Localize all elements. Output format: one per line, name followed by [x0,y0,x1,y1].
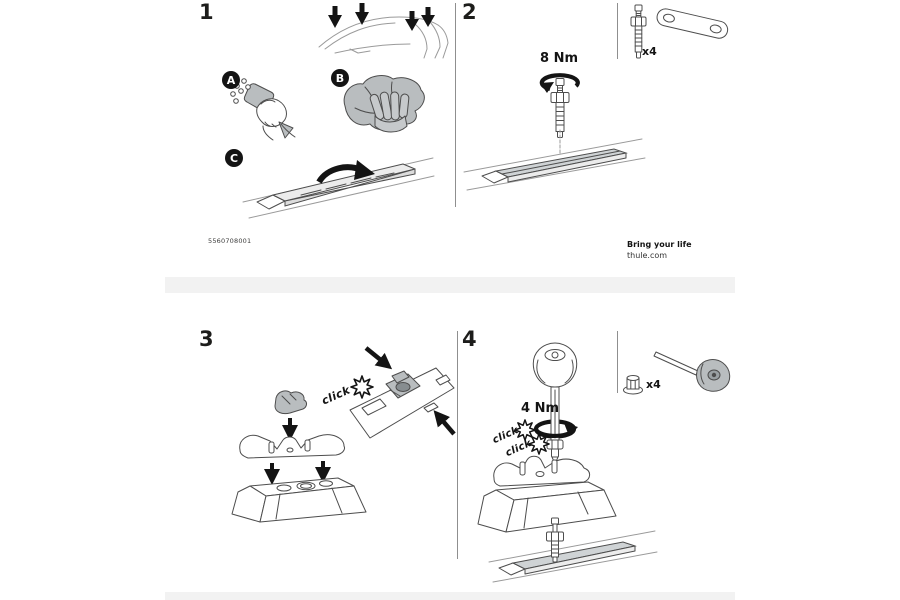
rail-clamp-inset-illustration [349,346,456,439]
flip-arrow-icon [354,160,375,180]
cleaning-hand-illustration [230,78,296,141]
assembled-foot-illustration [477,455,617,533]
step-4-number: 4 [462,327,477,351]
stud-bolt-part-icon [630,4,647,59]
substep-c-badge: C [225,149,243,167]
parts-box-divider [617,331,618,393]
clamp-part-illustration [274,390,307,415]
torque-key-part-icon [653,351,731,392]
cloth-hand-illustration [343,75,425,133]
rail-channel-illustration [463,129,646,191]
pointer-arrow-icon [433,410,456,436]
foot-base-illustration [231,477,367,523]
panel-divider [457,331,458,559]
substep-a-badge: A [222,71,240,89]
step-2-number: 2 [462,0,477,24]
manual-page-2: 3 click [165,293,735,592]
click-starburst-icon [514,419,536,441]
car-roof-illustration [318,3,449,59]
quantity-label: x4 [642,45,657,58]
step-1-number: 1 [199,0,214,24]
step-3-number: 3 [199,327,214,351]
stud-bolt-illustration [546,517,564,563]
click-starburst-icon [528,433,550,455]
down-arrow-icon [421,7,435,27]
down-arrow-icon [328,6,342,28]
torque-arrow-icon [564,423,578,436]
part-number: 5560708001 [208,237,252,245]
torque-label: 8 Nm [540,51,578,66]
page-gap [165,277,735,293]
brand-footer: Bring your life thule.com [627,240,692,262]
manual-page-1: 1 A B [165,0,735,277]
mounting-plate-part-icon [656,8,729,39]
down-arrow-icon [405,11,419,31]
down-arrow-icon [355,3,369,25]
torque-label: 4 Nm [521,401,559,416]
parts-box-divider [617,3,618,59]
page-gap [165,592,735,600]
pointer-arrow-icon [364,346,393,370]
exploded-foot-illustration [231,390,367,523]
torque-arrow-icon [539,73,580,93]
substep-b-badge: B [331,69,349,87]
brand-tagline: Bring your life [627,240,692,249]
stud-into-rail-illustration [488,517,658,583]
foot-bracket-illustration [239,434,345,459]
flange-nut-part-icon [623,375,643,395]
rail-strip-illustration [242,157,435,219]
panel-divider [455,3,456,207]
brand-website: thule.com [627,250,668,260]
quantity-label: x4 [646,378,661,391]
click-starburst-icon [350,375,374,399]
